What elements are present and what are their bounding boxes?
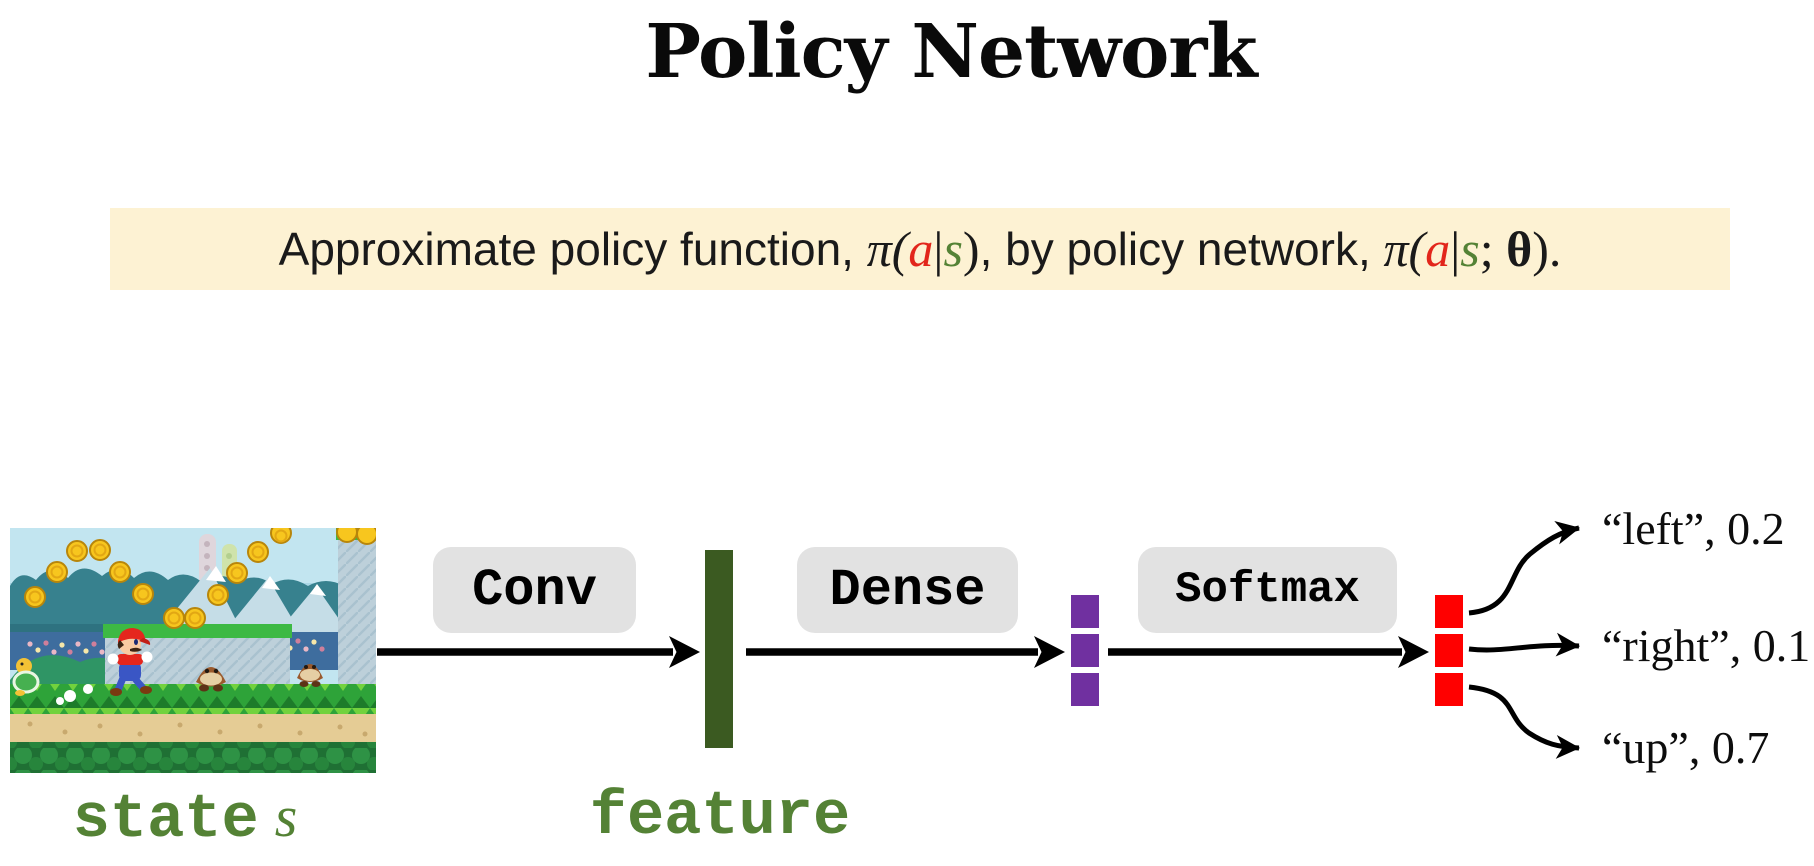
stone-cliff <box>336 528 376 692</box>
formula-semicolon: ; <box>1479 221 1507 277</box>
conv-layer-label: Conv <box>472 560 597 620</box>
softmax-output-cell-2 <box>1435 634 1463 667</box>
formula-state-symbol-2: s <box>1460 221 1480 277</box>
feature-label: feature <box>589 781 851 852</box>
formula-pi: π( <box>866 221 909 277</box>
state-word: state <box>72 784 259 855</box>
state-symbol: s <box>274 784 298 849</box>
formula-close-2: ). <box>1532 221 1562 277</box>
dense-layer-label: Dense <box>829 560 986 620</box>
arrow-output-right <box>1468 632 1581 657</box>
output-label-left: “left”, 0.2 <box>1602 503 1785 554</box>
formula-action-symbol: a <box>908 221 934 277</box>
dense-output-cell-3 <box>1071 673 1099 706</box>
formula-bar-2: | <box>1450 221 1461 277</box>
formula-text-2: , by policy network, <box>979 223 1384 275</box>
koopa-figure <box>12 658 40 696</box>
dense-output-cell-1 <box>1071 595 1099 628</box>
arrow-output-up <box>1468 684 1581 759</box>
game-background <box>10 528 376 773</box>
formula-text: Approximate policy function, <box>278 223 867 275</box>
dense-output-cell-2 <box>1071 634 1099 667</box>
output-label-up: “up”, 0.7 <box>1602 722 1770 773</box>
dense-layer-box: Dense <box>797 547 1018 633</box>
goomba-figure-1 <box>196 667 226 692</box>
formula-pi-2: π( <box>1383 221 1426 277</box>
page-title: Policy Network <box>645 9 1257 95</box>
conv-layer-box: Conv <box>433 547 636 633</box>
mario-figure <box>107 628 153 696</box>
formula-close: ) <box>962 221 980 277</box>
softmax-layer-box: Softmax <box>1138 547 1397 633</box>
softmax-output-cell-3 <box>1435 673 1463 706</box>
highlight-box: Approximate policy function, π(a|s), by … <box>110 208 1730 290</box>
formula-theta-symbol: θ <box>1506 221 1533 277</box>
softmax-layer-label: Softmax <box>1175 565 1360 615</box>
state-image-mario <box>10 528 376 773</box>
coins <box>24 528 376 629</box>
arrowhead-state-to-conv <box>669 636 700 668</box>
arrowhead-feature-to-dense <box>1034 636 1065 668</box>
formula-bar: | <box>933 221 944 277</box>
goomba-figure-2 <box>297 664 323 687</box>
softmax-output-cell-1 <box>1435 595 1463 628</box>
formula-state-symbol: s <box>943 221 963 277</box>
feature-vector-bar <box>705 550 733 748</box>
output-label-right: “right”, 0.1 <box>1602 620 1811 671</box>
formula-action-symbol-2: a <box>1425 221 1451 277</box>
arrowhead-dense-to-softmax <box>1398 636 1429 668</box>
arrow-output-left <box>1468 521 1581 616</box>
dust-puffs <box>56 684 93 705</box>
